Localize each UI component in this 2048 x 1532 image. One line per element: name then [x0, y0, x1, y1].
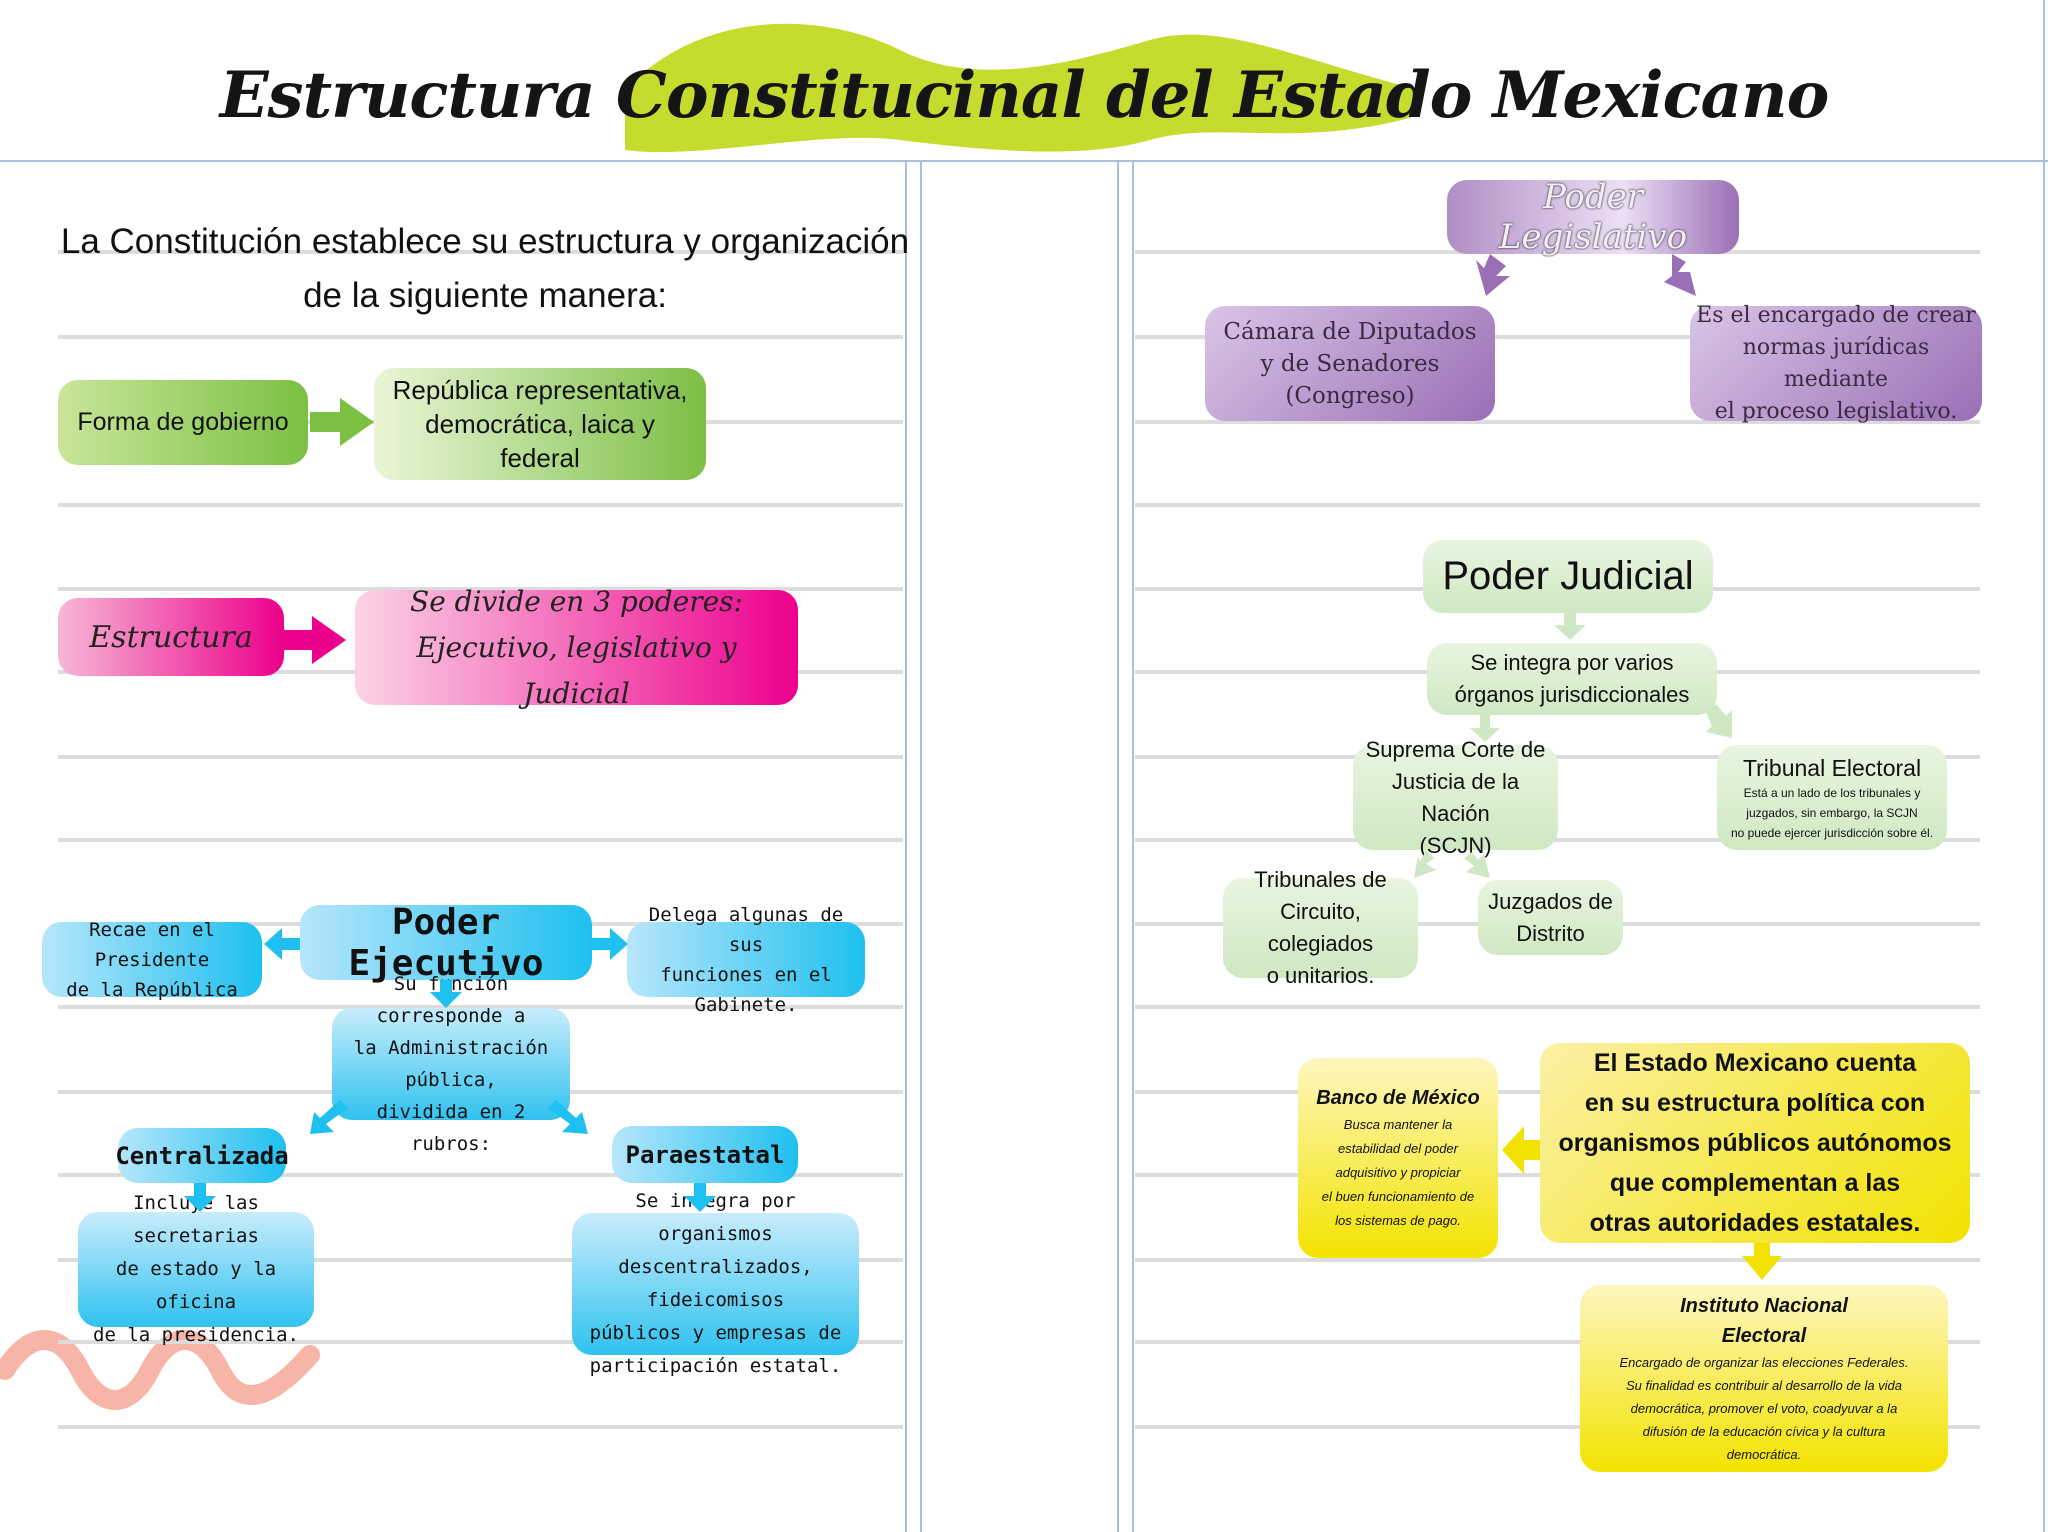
column-rule-3	[1117, 160, 1119, 1532]
legislativo-left-line-2: y de Senadores	[1260, 350, 1440, 377]
estructura-value-line-2: Ejecutivo, legislativo y Judicial	[416, 630, 737, 710]
column-rule-2	[920, 160, 922, 1532]
centralizada-label: Centralizada	[115, 1128, 289, 1183]
title-highlight-shape	[625, 23, 1420, 153]
centralizada-desc: Incluye las secretarias de estado y la o…	[78, 1192, 314, 1346]
ine-line-4: difusión de la educación cívica y la cul…	[1642, 1424, 1886, 1439]
legislativo-funcion: Es el encargado de crear normas jurídica…	[1690, 303, 1982, 424]
legislativo-left-line-3: (Congreso)	[1285, 382, 1415, 409]
page-title: Estructura Constitucinal del Estado Mexi…	[219, 58, 1830, 133]
estructura-value-line-1: Se divide en 3 poderes:	[410, 584, 743, 618]
legislativo-left-line-1: Cámara de Diputados	[1223, 318, 1477, 345]
ejecutivo-right-line-2: funciones en el Gabinete.	[660, 963, 832, 1016]
ine-line-3: democrática, promover el voto, coadyuvar…	[1630, 1401, 1898, 1416]
legislativo-right-line-2: normas jurídicas mediante	[1742, 334, 1930, 392]
funcion-line-2: la Administración pública,	[353, 1037, 549, 1091]
judicial-title: Poder Judicial	[1423, 540, 1713, 613]
central-desc-line-1: Incluye las secretarias	[133, 1192, 259, 1247]
ine-line-1: Encargado de organizar las elecciones Fe…	[1619, 1355, 1909, 1370]
ine-title-line-2: Electoral	[1721, 1325, 1807, 1347]
tribunal-title: Tribunal Electoral	[1742, 754, 1922, 781]
ine-box: Instituto Nacional Electoral Encargado d…	[1580, 1285, 1948, 1472]
autonomos-line-2: en su estructura política con	[1584, 1089, 1926, 1117]
juzgados-line-1: Juzgados de	[1488, 888, 1613, 914]
forma-value-line-2: democrática, laica y federal	[425, 409, 655, 473]
legislativo-right-line-3: el proceso legislativo.	[1714, 398, 1958, 424]
forma-value-line-1: República representativa,	[392, 375, 688, 405]
para-desc-line-3: públicos y empresas de	[589, 1322, 842, 1344]
ejecutivo-left-line-2: de la República	[66, 978, 238, 1001]
scjn-line-2: Justicia de la Nación	[1391, 768, 1520, 826]
column-rule-1	[905, 160, 907, 1532]
autonomos-main: El Estado Mexicano cuenta en su estructu…	[1540, 1043, 1970, 1243]
paraestatal-label: Paraestatal	[612, 1126, 798, 1183]
tribunal-desc-line-1: Está a un lado de los tribunales y	[1743, 785, 1921, 800]
central-desc-line-2: de estado y la oficina	[115, 1258, 277, 1313]
banxico-line-3: adquisitivo y propiciar	[1335, 1165, 1461, 1180]
funcion-line-3: dividida en 2 rubros:	[376, 1101, 526, 1155]
ejecutivo-left-line-1: Recae en el Presidente	[89, 918, 215, 971]
header-rule	[0, 160, 2048, 162]
paraestatal-desc: Se integra por organismos descentralizad…	[572, 1190, 859, 1377]
intro-line-2: de la siguiente manera:	[303, 276, 667, 315]
scjn-line-1: Suprema Corte de	[1365, 736, 1546, 762]
ine-title-line-1: Instituto Nacional	[1680, 1295, 1848, 1317]
para-desc-line-4: participación estatal.	[589, 1355, 842, 1377]
integra-line-2: órganos jurisdiccionales	[1454, 682, 1690, 707]
ejecutivo-presidente: Recae en el Presidente de la República	[42, 919, 262, 1001]
column-rule-4	[1132, 160, 1134, 1532]
judicial-tribunal-electoral: Tribunal Electoral Está a un lado de los…	[1717, 745, 1947, 850]
ejecutivo-funcion: Su función corresponde a la Administraci…	[332, 973, 570, 1155]
autonomos-line-3: organismos públicos autónomos	[1558, 1129, 1952, 1157]
banxico-line-5: los sistemas de pago.	[1335, 1213, 1461, 1228]
autonomos-line-5: otras autoridades estatales.	[1589, 1209, 1921, 1237]
forma-gobierno-value: República representativa, democrática, l…	[374, 368, 706, 480]
juzgados-line-2: Distrito	[1516, 920, 1585, 946]
autonomos-line-4: que complementan a las	[1609, 1169, 1901, 1197]
page-edge-rule	[2043, 0, 2045, 1532]
para-desc-line-1: Se integra por organismos	[635, 1190, 796, 1245]
estructura-value: Se divide en 3 poderes: Ejecutivo, legis…	[355, 585, 798, 710]
banxico-title: Banco de México	[1316, 1087, 1480, 1109]
para-desc-line-2: descentralizados, fideicomisos	[618, 1256, 813, 1311]
legislativo-camaras: Cámara de Diputados y de Senadores (Cong…	[1205, 306, 1495, 421]
banxico-line-4: el buen funcionamiento de	[1321, 1189, 1475, 1204]
judicial-scjn: Suprema Corte de Justicia de la Nación (…	[1353, 737, 1558, 858]
judicial-juzgados: Juzgados de Distrito	[1478, 880, 1623, 955]
ine-line-5: democrática.	[1726, 1447, 1802, 1462]
intro-text: La Constitución establece su estructura …	[55, 215, 915, 323]
banxico-box: Banco de México Busca mantener la estabi…	[1298, 1058, 1498, 1258]
circuito-line-1: Tribunales de	[1254, 867, 1387, 892]
tribunal-desc-line-2: juzgados, sin embargo, la SCJN	[1746, 805, 1918, 820]
banxico-line-1: Busca mantener la	[1343, 1117, 1453, 1132]
funcion-line-1: Su función corresponde a	[376, 973, 526, 1027]
intro-line-1: La Constitución establece su estructura …	[60, 222, 910, 261]
circuito-line-3: o unitarios.	[1266, 963, 1375, 988]
scjn-line-3: (SCJN)	[1419, 832, 1492, 858]
forma-gobierno-label: Forma de gobierno	[58, 380, 308, 465]
ine-line-2: Su finalidad es contribuir al desarrollo…	[1625, 1378, 1903, 1393]
central-desc-line-3: de la presidencia.	[93, 1324, 299, 1346]
ejecutivo-gabinete: Delega algunas de sus funciones en el Ga…	[627, 904, 865, 1016]
judicial-integra: Se integra por varios órganos jurisdicci…	[1427, 643, 1717, 715]
ejecutivo-title: Poder Ejecutivo	[300, 902, 592, 984]
banxico-line-2: estabilidad del poder	[1338, 1141, 1458, 1156]
tribunal-desc-line-3: no puede ejercer jurisdicción sobre él.	[1730, 825, 1934, 840]
autonomos-line-1: El Estado Mexicano cuenta	[1593, 1049, 1917, 1077]
estructura-label: Estructura	[58, 598, 284, 676]
squiggle-decoration	[0, 1330, 320, 1410]
legislativo-right-line-1: Es el encargado de crear	[1696, 302, 1976, 328]
integra-line-1: Se integra por varios	[1470, 650, 1674, 675]
ejecutivo-right-line-1: Delega algunas de sus	[648, 903, 844, 956]
judicial-tribunales-circuito: Tribunales de Circuito, colegiados o uni…	[1223, 867, 1418, 988]
legislativo-title: Poder Legislativo	[1447, 177, 1739, 257]
circuito-line-2: Circuito, colegiados	[1267, 899, 1374, 956]
